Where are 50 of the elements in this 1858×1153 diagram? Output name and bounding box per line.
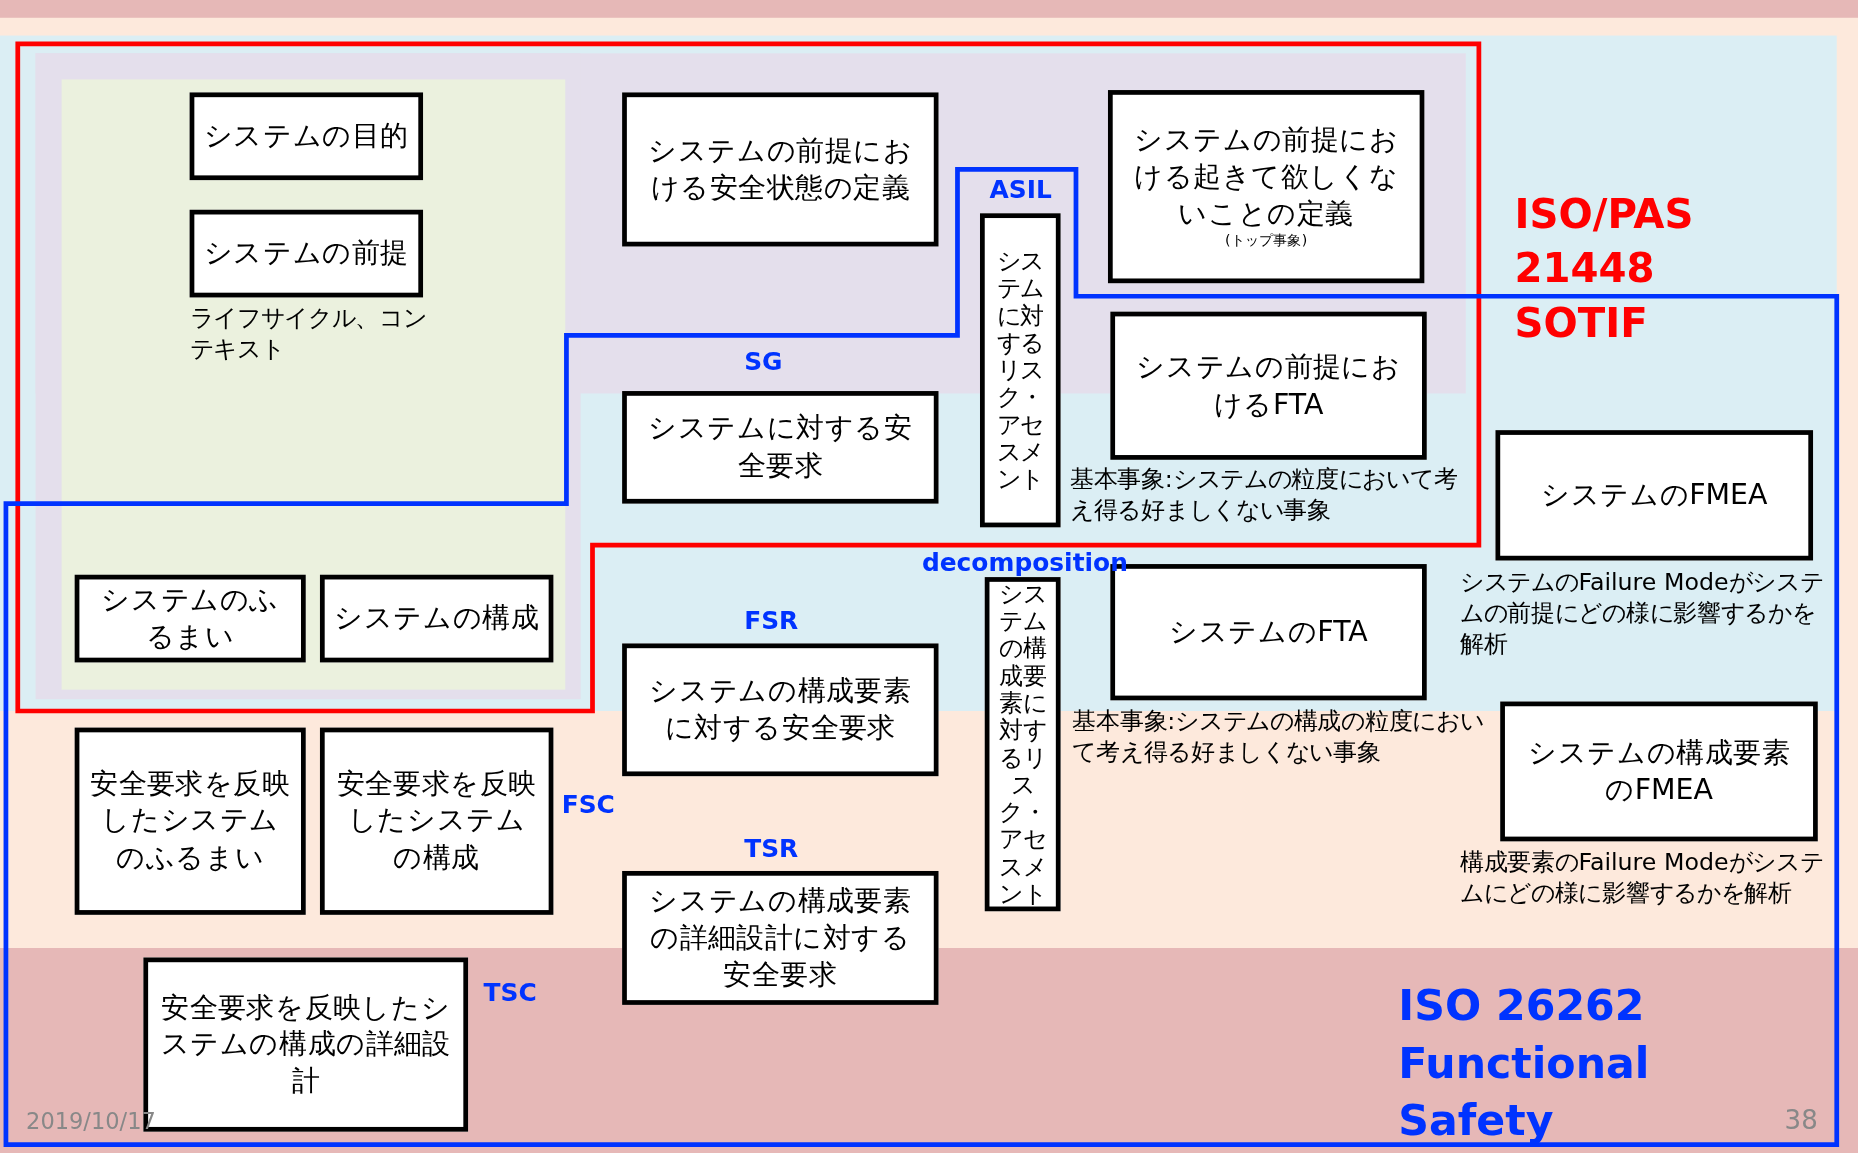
box-title: システムの構成 xyxy=(334,600,540,637)
process-box xyxy=(622,643,939,777)
process-box xyxy=(74,574,306,663)
box-title: システムの前提における起きて欲しくないことの定義 xyxy=(1133,122,1400,233)
box-title: システムの構成要素の詳細設計に対する安全要求 xyxy=(648,882,913,993)
box-title: システムの前提 xyxy=(203,235,409,272)
tag-label: FSR xyxy=(744,606,799,636)
tag-label: TSR xyxy=(744,834,799,863)
box-title: システムの目的 xyxy=(203,118,409,155)
box-title: システムの構成要素に対するリスク・アセスメント xyxy=(997,580,1048,908)
tag-label: FSC xyxy=(561,790,615,819)
tag-label: SG xyxy=(744,347,783,376)
box-title: システムの構成要素のFMEA xyxy=(1527,734,1791,808)
annotation-text: システムのFailure Modeがシステムの前提にどの様に影響するかを解析 xyxy=(1459,566,1825,659)
page-number: 38 xyxy=(1784,1105,1818,1136)
process-box xyxy=(319,727,554,915)
process-box xyxy=(622,391,939,504)
tag-label: ASIL xyxy=(989,175,1052,204)
box-title: 安全要求を反映したシステムのふるまい xyxy=(89,765,292,877)
tag-label: TSC xyxy=(483,978,537,1008)
box-title: システムの前提におけるFTA xyxy=(1135,348,1402,423)
process-box xyxy=(1107,90,1425,284)
process-box xyxy=(1495,430,1814,561)
process-box xyxy=(1110,311,1427,460)
annotation-text: 基本事象:システムの粒度において考え得る好ましくない事象 xyxy=(1070,463,1459,525)
annotation-text: ライフサイクル、コンテキスト xyxy=(189,302,427,364)
box-title: 安全要求を反映したシステムの構成 xyxy=(335,765,538,877)
box-title: システムの前提における安全状態の定義 xyxy=(647,132,914,206)
annotation-text: 基本事象:システムの構成の粒度において考え得る好ましくない事象 xyxy=(1072,705,1485,767)
box-title: システムのFMEA xyxy=(1541,477,1768,514)
annotation-text: 構成要素のFailure Modeがシステムにどの様に影響するかを解析 xyxy=(1459,846,1825,908)
process-box xyxy=(980,213,1061,528)
process-box xyxy=(1500,701,1818,842)
process-box xyxy=(319,574,554,663)
box-title: システムの構成要素に対する安全要求 xyxy=(648,673,913,747)
box-title: 安全要求を反映したシステムの構成の詳細設計 xyxy=(159,989,452,1100)
box-title: システムのふるまい xyxy=(100,581,281,655)
box-title: システムに対するリスク・アセスメント xyxy=(995,247,1045,493)
box-title: システムに対する安全要求 xyxy=(647,410,914,484)
tag-label: decomposition xyxy=(921,548,1128,578)
process-box xyxy=(622,870,939,1005)
process-box xyxy=(189,92,424,181)
standard-label: ISO 26262 Functional Safety xyxy=(1398,980,1651,1147)
box-title: システムのFTA xyxy=(1169,613,1368,651)
standard-label: ISO/PAS 21448 SOTIF xyxy=(1514,188,1695,348)
process-box xyxy=(74,727,306,915)
process-box xyxy=(189,209,424,298)
process-box xyxy=(984,577,1061,912)
process-box xyxy=(622,92,939,247)
box-note: (トップ事象) xyxy=(1225,232,1308,252)
